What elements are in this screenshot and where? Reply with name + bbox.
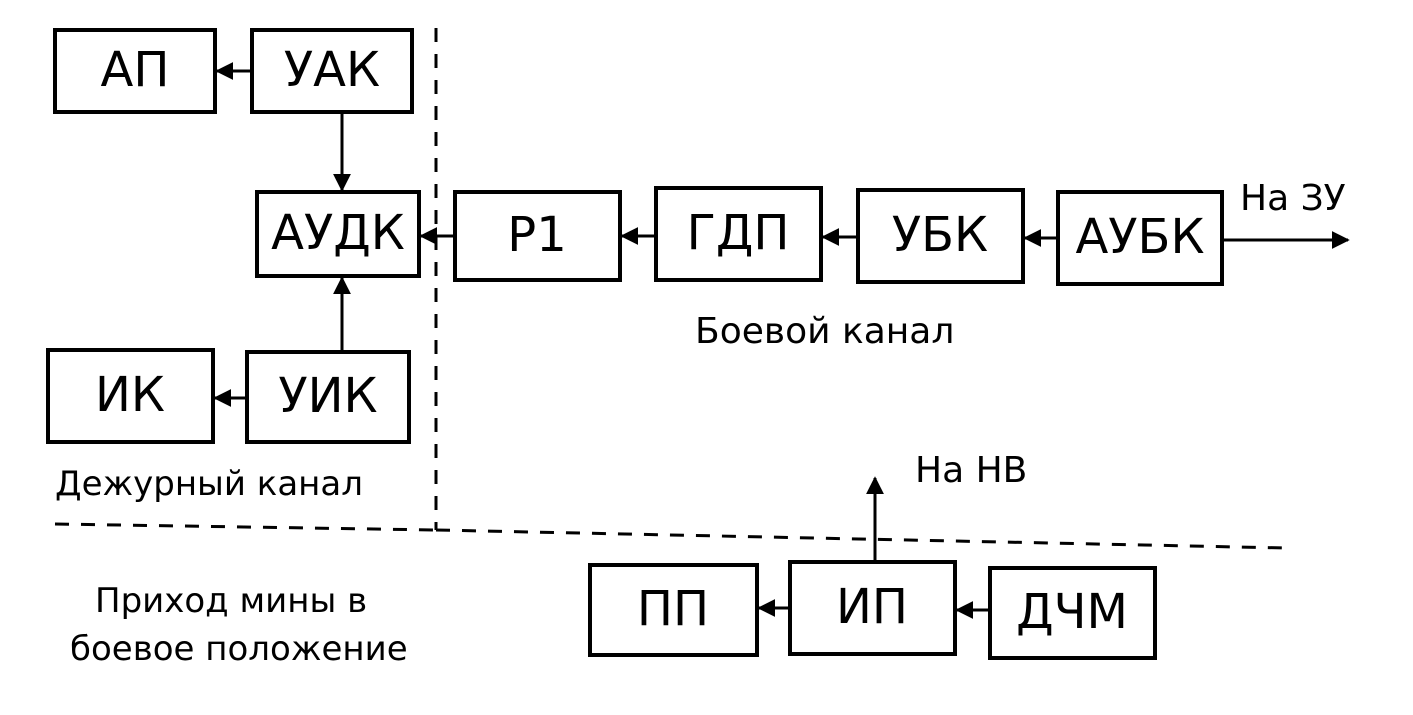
combat-channel-caption: Боевой канал — [695, 311, 954, 352]
block-uik: УИК — [245, 350, 411, 444]
block-ubk: УБК — [856, 188, 1025, 284]
block-dchm: ДЧМ — [988, 566, 1157, 660]
duty-channel-dashed-border — [54, 522, 437, 532]
block-aubk-label: АУБК — [1075, 209, 1204, 265]
to-zu-label: На ЗУ — [1240, 178, 1346, 219]
duty-channel-caption: Дежурный канал — [55, 464, 363, 504]
block-audk: АУДК — [255, 190, 421, 278]
block-ik-label: ИК — [95, 367, 165, 423]
block-ip-label: ИП — [836, 579, 908, 635]
block-ik: ИК — [46, 348, 215, 444]
block-ubk-label: УБК — [892, 207, 988, 263]
block-ap-label: АП — [101, 42, 170, 98]
block-aubk: АУБК — [1056, 190, 1224, 286]
block-gdp-label: ГДП — [687, 205, 790, 261]
mine-arrival-caption-line2: боевое положение — [70, 629, 408, 669]
horizontal-dashed-separator — [435, 528, 1286, 550]
block-ip: ИП — [788, 560, 957, 656]
mine-arrival-caption-line1: Приход мины в — [95, 581, 367, 621]
block-pp-label: ПП — [637, 581, 709, 637]
block-gdp: ГДП — [654, 186, 823, 282]
block-r1: Р1 — [453, 190, 622, 282]
block-r1-label: Р1 — [507, 207, 566, 263]
block-audk-label: АУДК — [271, 205, 405, 261]
block-uak-label: УАК — [284, 42, 380, 98]
to-nv-label: На НВ — [915, 450, 1027, 491]
block-dchm-label: ДЧМ — [1016, 584, 1128, 640]
block-ap: АП — [53, 28, 217, 114]
block-pp: ПП — [588, 563, 759, 657]
block-uak: УАК — [250, 28, 414, 114]
block-uik-label: УИК — [278, 368, 377, 424]
